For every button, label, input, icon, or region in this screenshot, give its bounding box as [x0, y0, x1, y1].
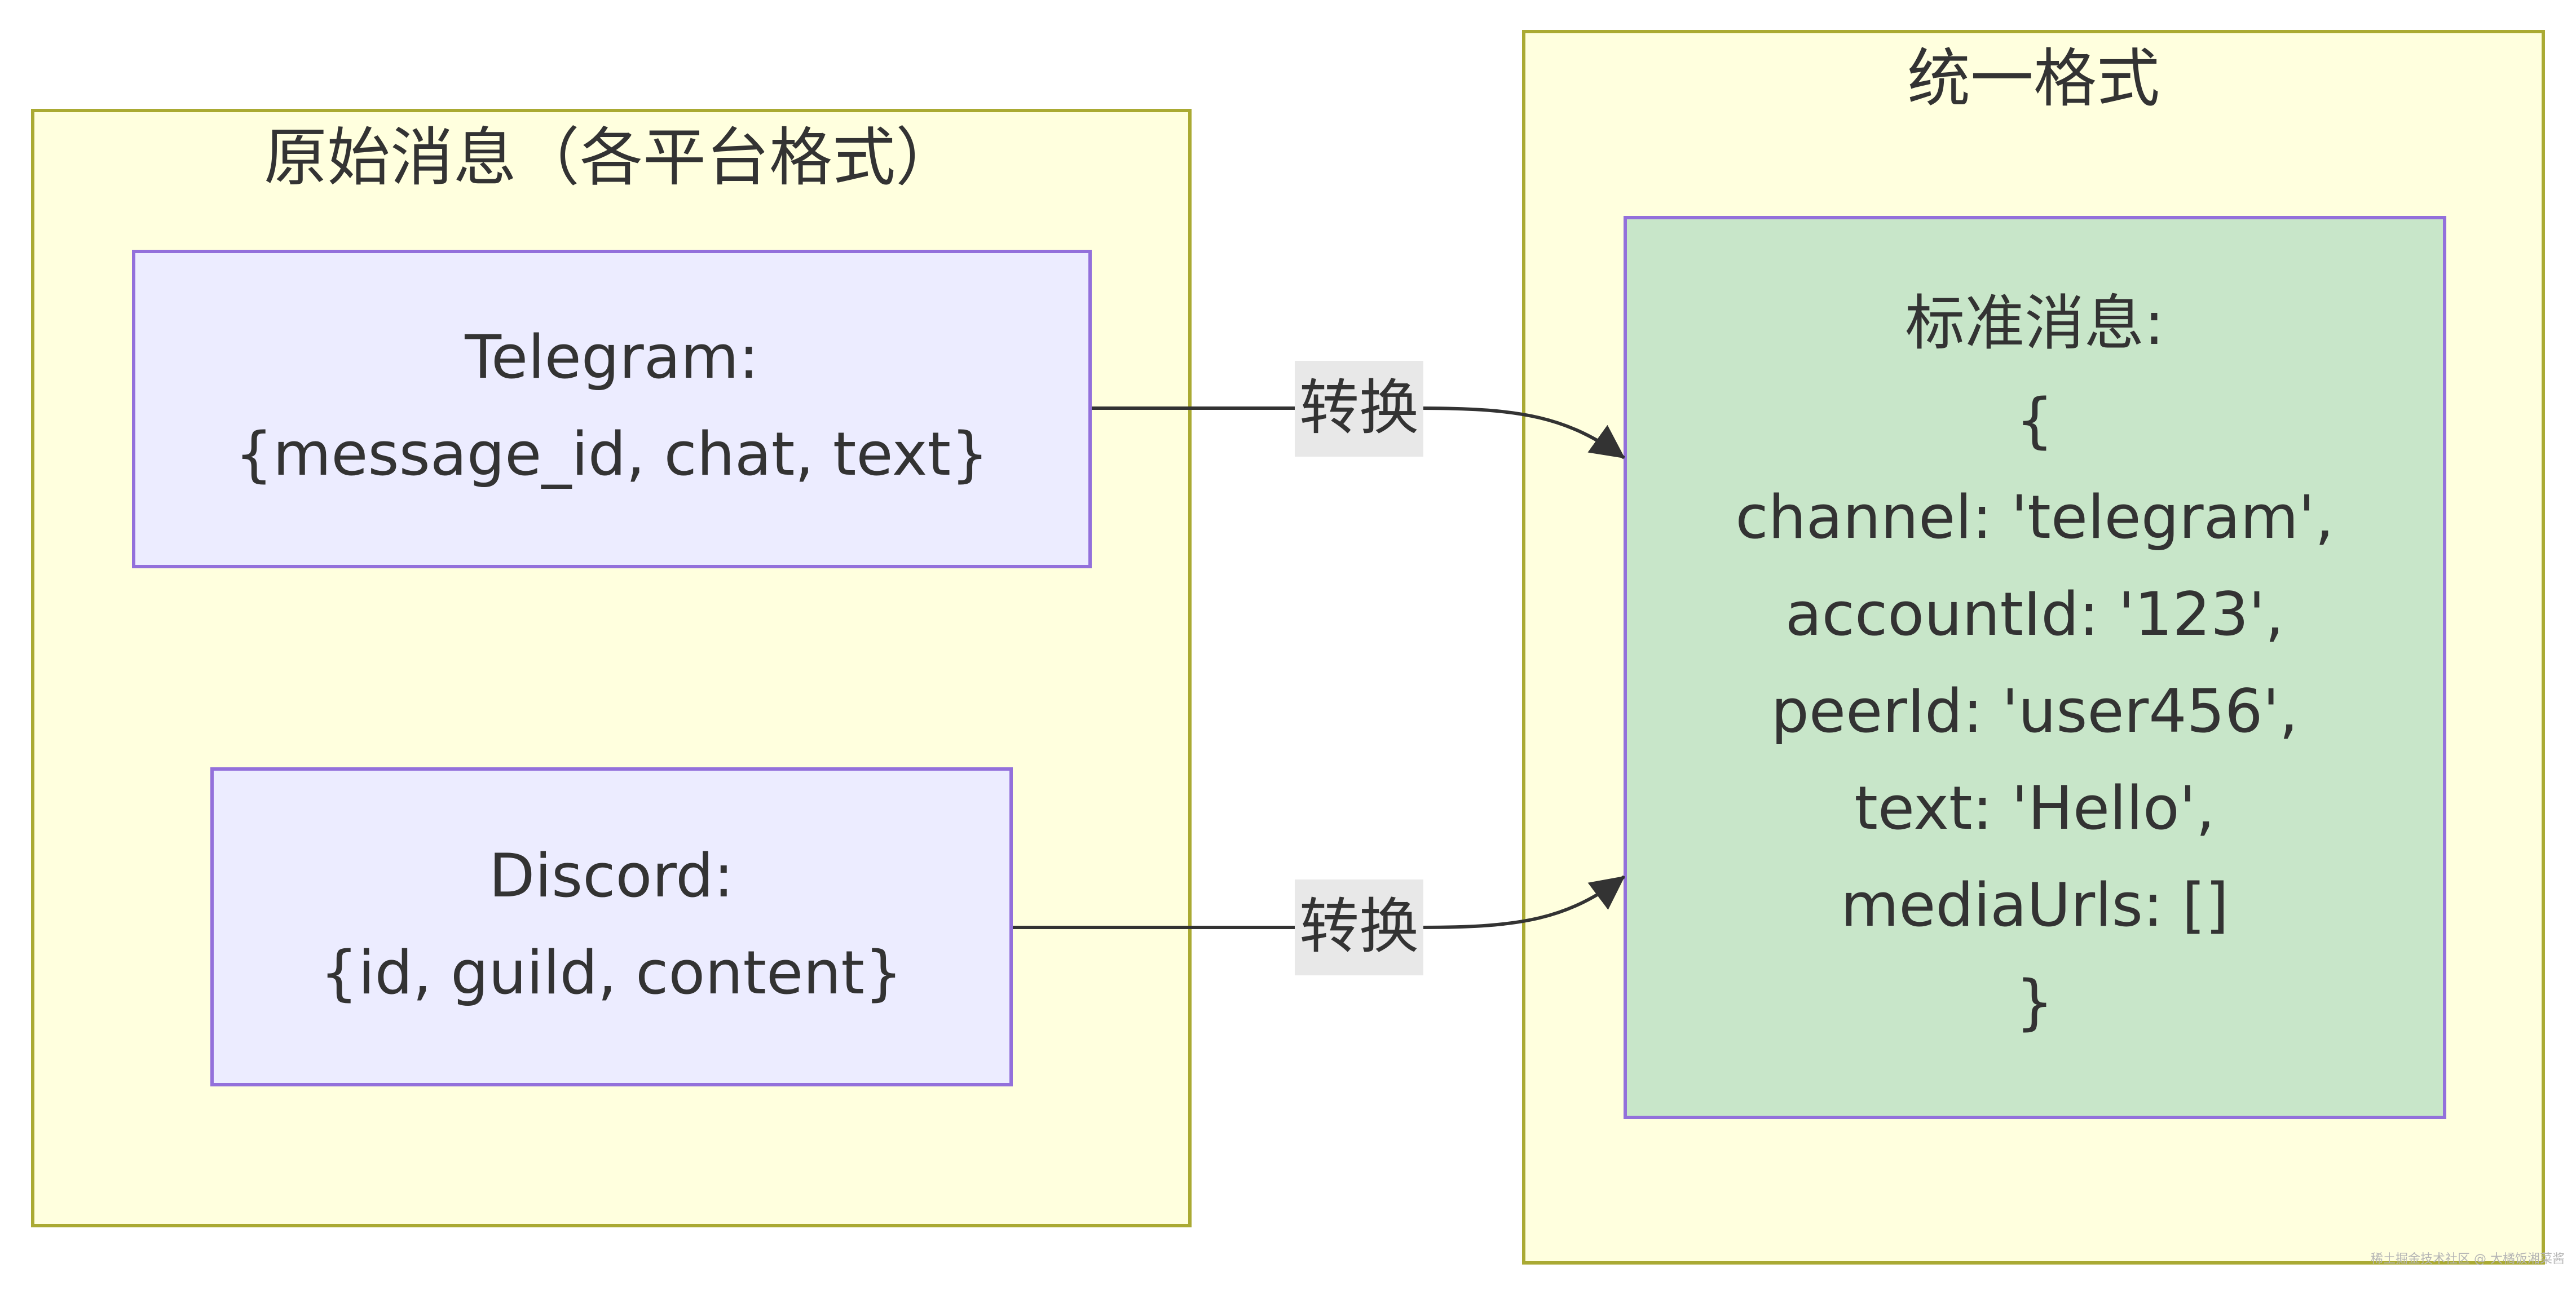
edge-line	[1092, 406, 1625, 459]
standard-message-line: {	[2015, 386, 2053, 455]
discord-node-box	[210, 767, 1013, 1086]
edge-line	[1013, 875, 1625, 929]
standard-message-line: }	[2015, 967, 2053, 1037]
edge-discord-to-standard: 转换	[1013, 875, 1625, 975]
edge-telegram-to-standard: 转换	[1092, 361, 1625, 459]
telegram-node-line: {message_id, chat, text}	[235, 419, 989, 489]
standard-message-node-box	[1624, 216, 2446, 1119]
telegram-node: Telegram: {message_id, chat, text}	[132, 250, 1092, 568]
standard-message-line: 标准消息:	[1905, 289, 2164, 358]
source-cluster-title: 原始消息（各平台格式）	[264, 121, 959, 195]
telegram-node-line: Telegram:	[464, 322, 758, 392]
edge-label-background	[1295, 879, 1423, 975]
discord-node-line: {id, guild, content}	[320, 938, 903, 1007]
edge-label-background	[1295, 361, 1423, 457]
edge-label: 转换	[1299, 892, 1419, 961]
standard-message-line: peerId: 'user456',	[1771, 677, 2299, 746]
discord-node-line: Discord:	[489, 841, 734, 911]
watermark-text: 稀土掘金技术社区 @ 大橘饭湘菜酱	[2371, 1252, 2565, 1266]
edge-label: 转换	[1299, 373, 1419, 443]
discord-node: Discord: {id, guild, content}	[210, 767, 1013, 1086]
standard-message-line: mediaUrls: []	[1841, 870, 2229, 940]
standard-message-node: 标准消息: { channel: 'telegram', accountId: …	[1624, 216, 2446, 1119]
standard-message-line: text: 'Hello',	[1854, 774, 2215, 843]
target-cluster-title: 统一格式	[1907, 42, 2160, 116]
telegram-node-box	[132, 250, 1092, 568]
standard-message-line: accountId: '123',	[1785, 580, 2284, 649]
standard-message-line: channel: 'telegram',	[1735, 483, 2334, 552]
